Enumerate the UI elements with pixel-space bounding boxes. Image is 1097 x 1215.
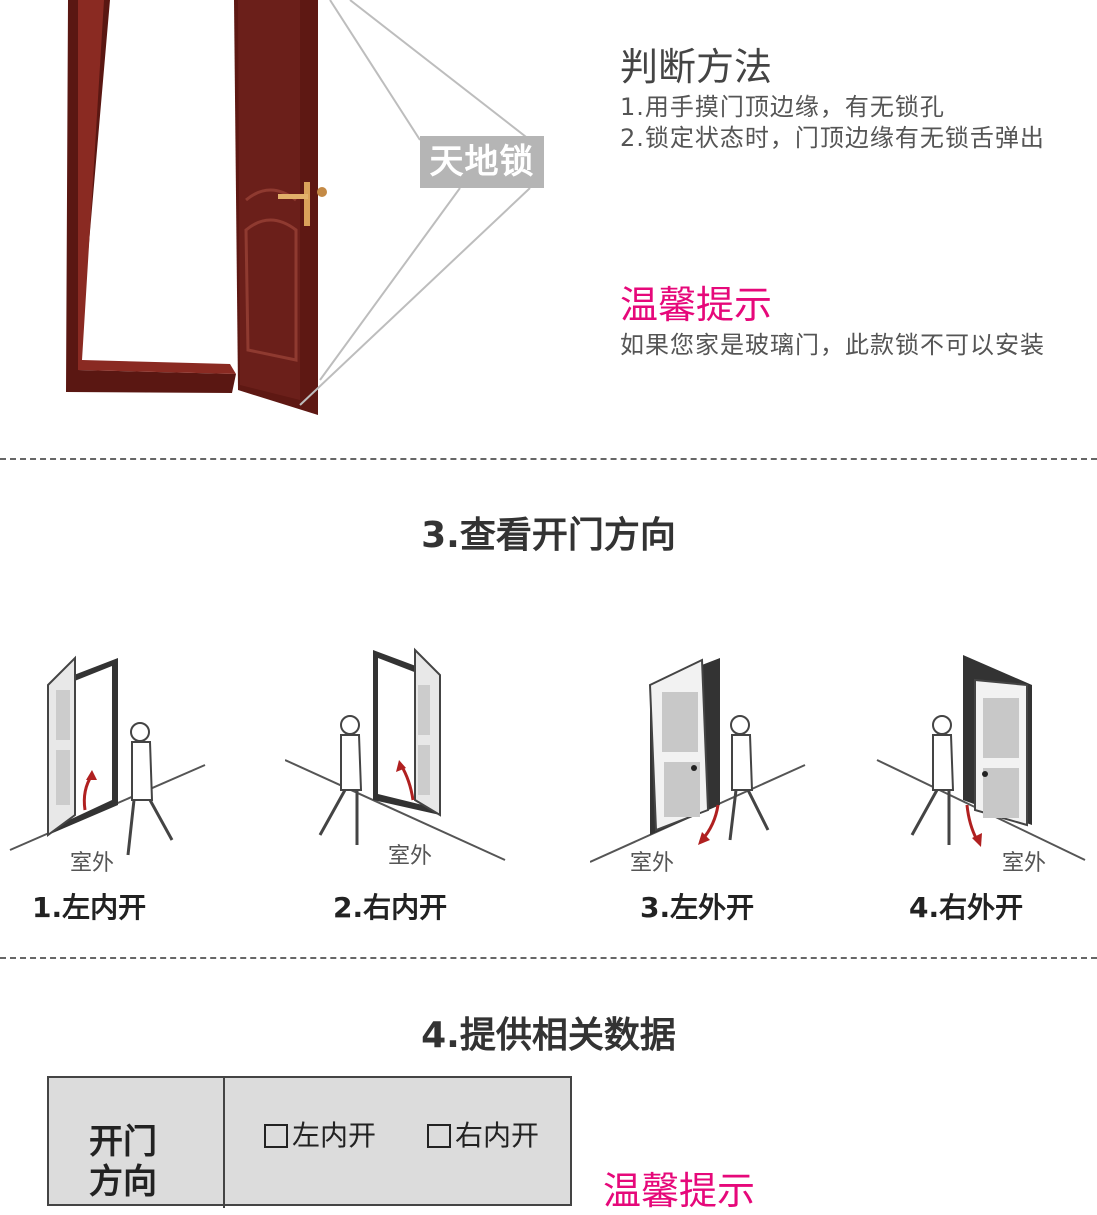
pane-right-outward: 室外 4.右外开 xyxy=(827,640,1097,924)
tiandi-lock-label: 天地锁 xyxy=(420,136,544,188)
bottom-tip-title: 温馨提示 xyxy=(603,1169,756,1213)
outside-label-1: 室外 xyxy=(70,851,115,876)
pane-label-1: 1.左内开 xyxy=(32,891,147,924)
divider xyxy=(0,957,1097,959)
divider xyxy=(0,458,1097,460)
judge-method-title: 判断方法 xyxy=(620,45,773,89)
pane-label-4: 4.右外开 xyxy=(909,891,1024,924)
checkbox-icon[interactable] xyxy=(427,1124,451,1148)
table-header-label: 开门方向 xyxy=(89,1122,157,1202)
judge-line-1: 1.用手摸门顶边缘，有无锁孔 xyxy=(620,93,945,121)
option-label: 右内开 xyxy=(455,1119,540,1152)
pane-left-inward: 室外 1.左内开 xyxy=(0,640,270,924)
option-left-inward[interactable]: 左内开 xyxy=(264,1114,376,1154)
pane-right-inward: 室外 2.右内开 xyxy=(284,640,555,924)
tip-title: 温馨提示 xyxy=(620,283,773,327)
outside-label-2: 室外 xyxy=(388,844,433,869)
option-label: 左内开 xyxy=(292,1119,377,1152)
left-outward-diagram xyxy=(589,658,806,863)
data-section-title: 4.提供相关数据 xyxy=(421,1015,676,1056)
pane-label-3: 3.左外开 xyxy=(640,891,755,924)
judge-line-2: 2.锁定状态时，门顶边缘有无锁舌弹出 xyxy=(620,124,1045,152)
door-illustration xyxy=(66,0,531,415)
tip-line: 如果您家是玻璃门，此款锁不可以安装 xyxy=(620,331,1045,359)
option-right-inward[interactable]: 右内开 xyxy=(427,1114,539,1154)
left-inward-diagram xyxy=(9,655,206,856)
pane-left-outward: 室外 3.左外开 xyxy=(589,640,860,924)
outside-label-4: 室外 xyxy=(1002,851,1047,876)
direction-section-title: 3.查看开门方向 xyxy=(421,515,676,556)
right-inward-diagram xyxy=(284,647,506,861)
outside-label-3: 室外 xyxy=(630,851,675,876)
right-outward-diagram xyxy=(876,655,1086,861)
table-header-cell: 开门方向 xyxy=(49,1078,225,1208)
checkbox-icon[interactable] xyxy=(264,1124,288,1148)
pane-label-2: 2.右内开 xyxy=(333,891,448,924)
data-table: 开门方向 左内开 右内开 xyxy=(47,1076,572,1208)
